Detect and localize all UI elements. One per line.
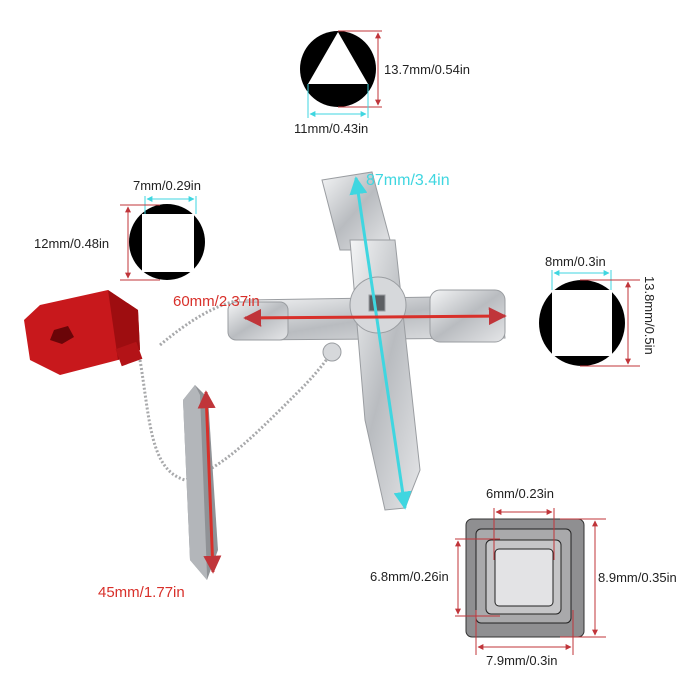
- stepped-square-profile: [455, 508, 606, 655]
- step-width-middle-label: 7.9mm/0.3in: [486, 653, 558, 668]
- large-square-width-label: 8mm/0.3in: [545, 254, 606, 269]
- key-width-label: 60mm/2.37in: [173, 293, 260, 310]
- large-square-height-label: 13.8mm/0.5in: [642, 276, 657, 355]
- step-height-outer-label: 8.9mm/0.35in: [598, 570, 677, 585]
- key-length-arrow: [349, 176, 412, 510]
- step-height-inner-label: 6.8mm/0.26in: [370, 569, 449, 584]
- step-inner-width-label: 6mm/0.23in: [486, 486, 554, 501]
- key-length-label: 87mm/3.4in: [366, 172, 450, 189]
- large-square-profile: [539, 270, 640, 367]
- triangle-height-label: 13.7mm/0.54in: [384, 62, 470, 77]
- bit-length-label: 45mm/1.77in: [98, 584, 185, 601]
- triangle-width-label: 11mm/0.43in: [294, 121, 369, 136]
- cross-key: [227, 171, 506, 511]
- bit-length-arrow: [197, 390, 222, 574]
- small-square-width-label: 7mm/0.29in: [133, 178, 201, 193]
- triangle-profile: [300, 30, 382, 118]
- small-square-profile: [120, 196, 205, 281]
- small-square-height-label: 12mm/0.48in: [34, 236, 110, 251]
- key-width-arrow: [243, 307, 507, 327]
- red-cap: [24, 290, 143, 375]
